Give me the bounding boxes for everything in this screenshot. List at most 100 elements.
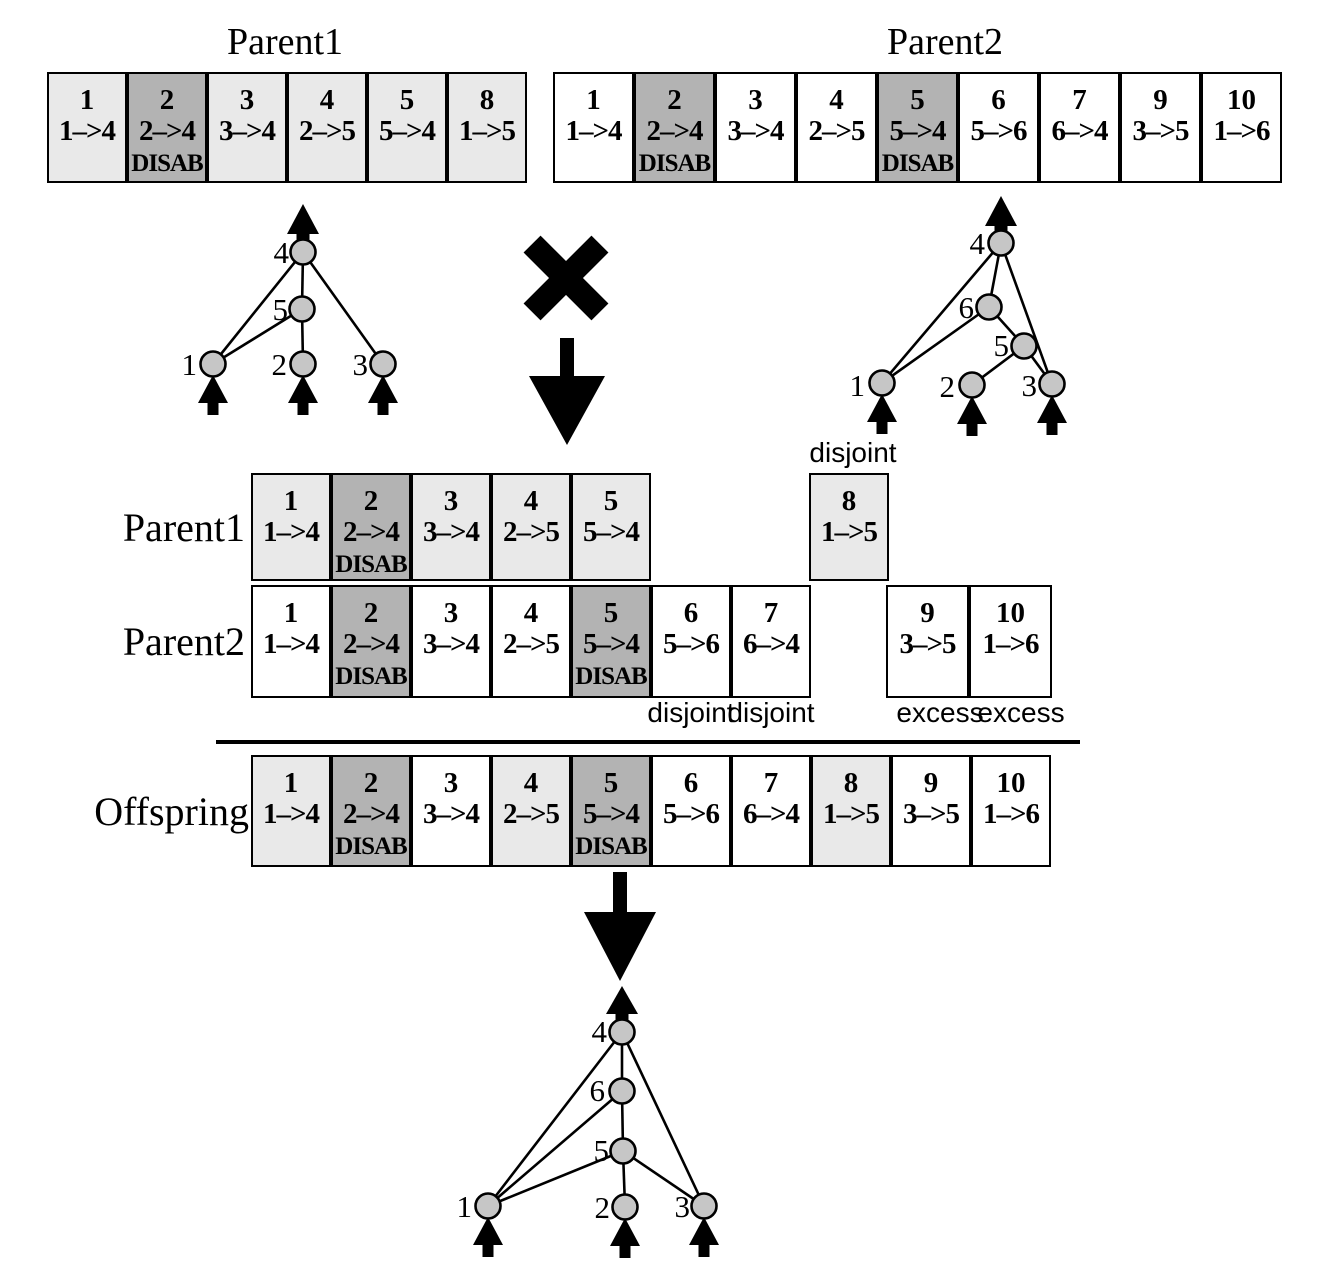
gene-connection: 5–>6: [662, 798, 720, 830]
gene-number: 5: [399, 84, 415, 116]
gene-connection: 1–>4: [565, 115, 622, 147]
gene-connection: 1–>4: [58, 115, 116, 147]
gene-number: 6: [683, 767, 699, 799]
parent2-row-label: Parent2: [122, 618, 245, 664]
gene-number: 6: [683, 597, 699, 629]
node-6-circle: [975, 293, 1003, 321]
gene-connection: 3–>4: [422, 628, 480, 660]
node-2-label: 2: [940, 369, 956, 404]
gene-connection: 2–>4: [342, 798, 400, 830]
input-up-arrow-icon: [1037, 395, 1067, 423]
gene-number: 2: [363, 767, 379, 799]
node-5-circle: [1010, 332, 1038, 360]
input-up-arrow-icon: [368, 375, 398, 403]
edge-3-4: [620, 1031, 706, 1207]
output-arrow-stem: [615, 1012, 629, 1022]
down-arrow-stem: [613, 872, 627, 913]
gene-number: 2: [667, 84, 682, 116]
gene-connection: 5–>4: [889, 115, 946, 147]
edge-1-5: [487, 1149, 624, 1208]
edge-1-4: [486, 1031, 624, 1207]
node-3-label: 3: [1022, 368, 1038, 403]
gene-connection: 2–>5: [502, 798, 560, 830]
edge-3-4: [999, 242, 1054, 385]
node-1-circle: [474, 1192, 502, 1220]
node-4-label: 4: [274, 235, 290, 270]
node-4-circle: [987, 229, 1015, 257]
node-4-label: 4: [970, 226, 986, 261]
crossover-x-mark-icon: [523, 235, 609, 321]
parent2-title: Parent2: [886, 21, 1004, 63]
gene-connection: 1–>5: [458, 115, 516, 147]
gene-disabled-tag: DISAB: [131, 150, 203, 177]
offspring-down-arrow-icon: [584, 872, 656, 981]
gene-connection: 2–>4: [342, 516, 400, 548]
gene-connection: 3–>5: [899, 628, 956, 660]
down-arrow-head: [584, 912, 656, 981]
gene-connection: 5–>4: [582, 628, 640, 660]
output-arrow-stem: [296, 232, 310, 242]
gene-disabled-tag: DISAB: [575, 663, 647, 690]
gene-number: 9: [920, 597, 935, 629]
input-up-arrow-icon: [610, 1218, 640, 1246]
gene-connection: 3–>4: [422, 516, 480, 548]
down-arrow-stem: [560, 338, 574, 377]
gene-number: 1: [283, 597, 299, 629]
edge-3-4: [301, 251, 385, 365]
gene-connection: 5–>6: [662, 628, 720, 660]
node-3-circle: [1038, 370, 1066, 398]
edge-1-4: [881, 242, 1002, 384]
gene-disabled-tag: DISAB: [575, 833, 647, 860]
node-3-label: 3: [353, 347, 369, 382]
gene-number: 6: [991, 84, 1006, 116]
node-2-circle: [289, 350, 317, 378]
gene-number: 7: [763, 767, 779, 799]
gene-connection: 5–>4: [582, 516, 640, 548]
node-3-label: 3: [675, 1189, 691, 1224]
input-arrow-stem: [377, 402, 389, 415]
input-up-arrow-icon: [473, 1217, 503, 1245]
node-5-label: 5: [994, 328, 1010, 363]
input-up-arrow-icon: [957, 396, 987, 424]
gene-disabled-tag: DISAB: [638, 150, 711, 177]
gene-connection: 1–>5: [822, 798, 880, 830]
node-5-circle: [609, 1137, 637, 1165]
gene-connection: 2–>4: [138, 115, 196, 147]
gene-number: 3: [443, 485, 459, 517]
gene-disabled-tag: DISAB: [335, 663, 407, 690]
output-up-arrow-icon: [287, 204, 319, 234]
disjoint-label-gene6: disjoint: [647, 697, 735, 728]
gene-number: 4: [829, 84, 844, 116]
edge-1-6: [487, 1090, 623, 1207]
input-up-arrow-icon: [198, 375, 228, 403]
input-arrow-stem: [876, 421, 888, 434]
node-5-circle: [288, 295, 316, 323]
input-up-arrow-icon: [288, 375, 318, 403]
disjoint-label-top: disjoint: [809, 437, 897, 468]
gene-number: 2: [159, 84, 175, 116]
gene-number: 7: [763, 597, 779, 629]
gene-disabled-tag: DISAB: [335, 833, 407, 860]
gene-number: 1: [283, 485, 299, 517]
gene-connection: 1–>5: [820, 516, 878, 548]
